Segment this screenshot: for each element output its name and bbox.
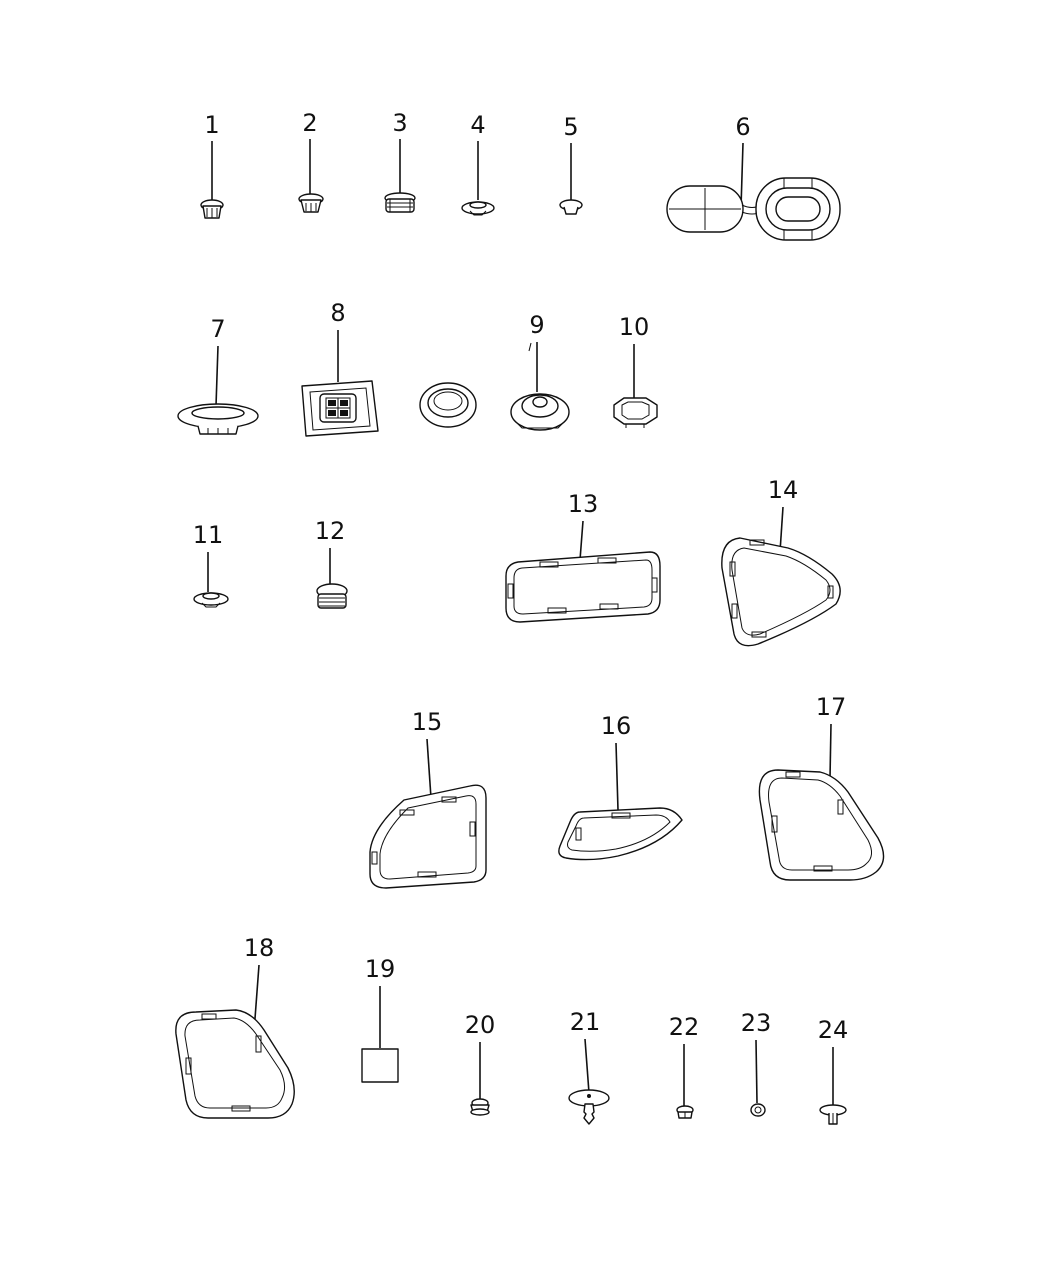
rounded-trapezoid-seal-17	[758, 769, 885, 881]
small-plug-5	[559, 199, 583, 215]
callout-18: 18	[244, 934, 275, 962]
part-4: 4	[461, 111, 495, 216]
push-nut-22	[676, 1105, 694, 1119]
oval-grommet-7	[177, 403, 259, 435]
callout-21: 21	[570, 1008, 601, 1036]
leader-line-13	[579, 520, 584, 561]
callout-22: 22	[669, 1013, 700, 1041]
part-13: 13	[505, 490, 661, 623]
part-18: 18	[175, 934, 295, 1119]
screw-clip-20	[470, 1098, 490, 1116]
callout-4: 4	[470, 111, 485, 139]
leader-line-23	[755, 1039, 758, 1104]
tethered-oval-plug	[666, 177, 841, 241]
part-6: 6	[666, 113, 841, 241]
callout-3: 3	[392, 109, 407, 137]
callout-9: 9	[529, 311, 544, 339]
triangular-seal	[721, 537, 841, 647]
callout-16: 16	[601, 712, 632, 740]
callout-23: 23	[741, 1009, 772, 1037]
round-plug-unlabeled	[419, 382, 477, 428]
christmas-tree-clip	[568, 1089, 610, 1125]
flat-plug-11	[193, 592, 229, 608]
leader-line-14	[779, 506, 784, 553]
part-12: 12	[315, 517, 348, 609]
square-patch	[361, 1048, 399, 1083]
part-15: 15	[369, 708, 487, 889]
small-nut-23	[750, 1103, 766, 1117]
part-22: 22	[669, 1013, 700, 1119]
push-pin-clip-2	[298, 193, 324, 213]
callout-11: 11	[193, 521, 224, 549]
callout-6: 6	[735, 113, 750, 141]
flat-plug-4	[461, 201, 495, 216]
part-16: 16	[558, 712, 683, 861]
callout-13: 13	[568, 490, 599, 518]
leader-line-16	[615, 742, 619, 811]
part-1: 1	[200, 111, 224, 219]
callout-19: 19	[365, 955, 396, 983]
part-10: 10	[613, 313, 658, 428]
threaded-cap	[316, 583, 348, 609]
rounded-trapezoid-seal-15	[369, 784, 487, 889]
leader-line-6	[740, 142, 744, 209]
callout-5: 5	[563, 113, 578, 141]
part-23: 23	[741, 1009, 772, 1117]
rounded-rect-seal	[505, 551, 661, 623]
part-8: 8	[301, 299, 379, 437]
callout-2: 2	[302, 109, 317, 137]
lens-shaped-seal	[558, 807, 683, 861]
callout-1: 1	[204, 111, 219, 139]
callout-12: 12	[315, 517, 346, 545]
part-11: 11	[193, 521, 229, 608]
square-seal-pad	[301, 380, 379, 437]
leader-line-17	[829, 723, 832, 779]
part-7: 7	[177, 315, 259, 435]
part-3: 3	[384, 109, 416, 213]
callout-10: 10	[619, 313, 650, 341]
leader-line-15	[426, 738, 432, 799]
callout-20: 20	[465, 1011, 496, 1039]
part-19: 19	[361, 955, 399, 1083]
octagon-grommet	[613, 397, 658, 428]
part-5: 5	[559, 113, 583, 215]
callout-24: 24	[818, 1016, 849, 1044]
rounded-trapezoid-seal-18	[175, 1009, 295, 1119]
threaded-grommet	[384, 192, 416, 213]
push-pin-clip-1	[200, 199, 224, 219]
push-rivet-24	[819, 1104, 847, 1125]
leader-line-7	[215, 345, 219, 407]
leader-tick-9	[528, 342, 532, 352]
part-9: 9	[510, 311, 570, 431]
part-24: 24	[818, 1016, 849, 1125]
callout-8: 8	[330, 299, 345, 327]
leader-line-21	[584, 1038, 590, 1094]
part-20: 20	[465, 1011, 496, 1116]
part-17: 17	[758, 693, 885, 881]
cone-grommet	[510, 393, 570, 431]
callout-17: 17	[816, 693, 847, 721]
callout-15: 15	[412, 708, 443, 736]
part-2: 2	[298, 109, 324, 213]
part-21: 21	[568, 1008, 610, 1125]
callout-14: 14	[768, 476, 799, 504]
part-14: 14	[721, 476, 841, 647]
callout-7: 7	[210, 315, 225, 343]
